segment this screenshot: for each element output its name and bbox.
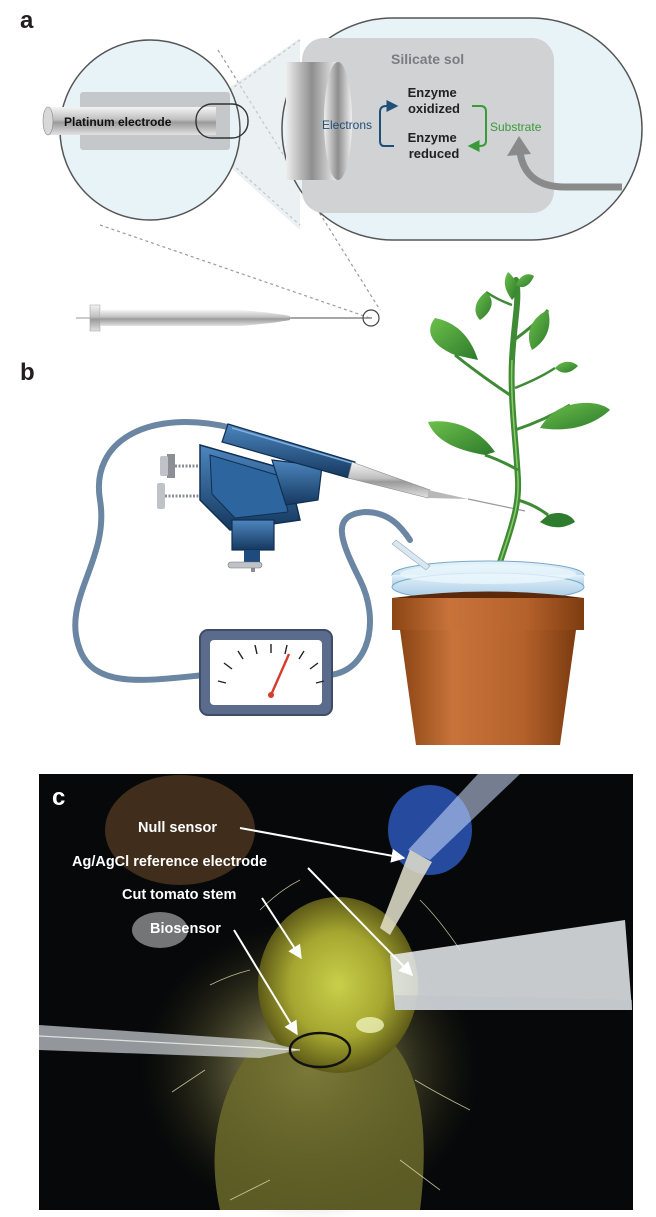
leaf-7 [504, 272, 517, 300]
cut-tomato-stem-label: Cut tomato stem [122, 887, 236, 903]
panel-letter-a: a [20, 7, 34, 34]
enzyme-reduced-label: Enzyme reduced [408, 130, 461, 161]
stem-hairs [171, 879, 471, 1201]
leaf-3 [428, 421, 495, 455]
leaf-9 [516, 274, 534, 288]
substrate-flow-arrow [507, 136, 622, 191]
electrode-needle-icon [76, 304, 380, 332]
leaf-2 [540, 402, 610, 430]
panel-letter-c: c [52, 784, 65, 811]
zoom-window [195, 103, 249, 139]
silicate-sol-label: Silicate sol [391, 51, 464, 67]
panel-b: b [20, 272, 610, 745]
stem-body [214, 1040, 424, 1210]
platinum-electrode-icon [42, 106, 216, 136]
panel-c: c Null sensor Ag/AgCl reference electrod… [38, 774, 633, 1217]
electrons-label: Electrons [322, 118, 372, 132]
panel-letter-b: b [20, 359, 35, 386]
cable-right [327, 508, 413, 678]
biosensor-label: Biosensor [150, 921, 221, 937]
zoom-cone [200, 38, 300, 230]
plant-icon [428, 272, 610, 618]
meter-icon [199, 629, 333, 716]
biosensor-highlight [288, 1031, 352, 1069]
silicate-sol-region [302, 38, 554, 213]
substrate-arrow [467, 105, 487, 152]
micromanipulator-icon [157, 423, 526, 572]
leaf-8 [555, 361, 578, 373]
label-arrows [233, 827, 413, 1036]
electrode-end-icon [286, 62, 352, 180]
pot-icon [392, 591, 584, 745]
electrode-label: Platinum electrode [64, 115, 172, 129]
biosensor-capillary [39, 1025, 300, 1058]
null-sensor-label: Null sensor [138, 820, 217, 836]
substrate-label: Substrate [490, 120, 542, 134]
leaf-4 [528, 310, 550, 350]
panel-a: a Platinum electrode Silicate sol Enzyme [20, 7, 643, 332]
reference-electrode-tube [390, 920, 632, 1010]
electrons-arrow [379, 100, 399, 147]
leaf-1 [430, 318, 478, 360]
reference-electrode-tip [391, 539, 431, 571]
cable-left [72, 419, 235, 683]
reference-electrode-label: Ag/AgCl reference electrode [72, 854, 267, 870]
petri-dish-icon [391, 560, 585, 602]
enzyme-oxidized-label: Enzyme oxidized [408, 85, 461, 116]
null-sensor-tube [408, 774, 520, 860]
leaf-6 [540, 512, 575, 528]
leaf-5 [475, 292, 492, 320]
blur-blob [105, 775, 255, 885]
